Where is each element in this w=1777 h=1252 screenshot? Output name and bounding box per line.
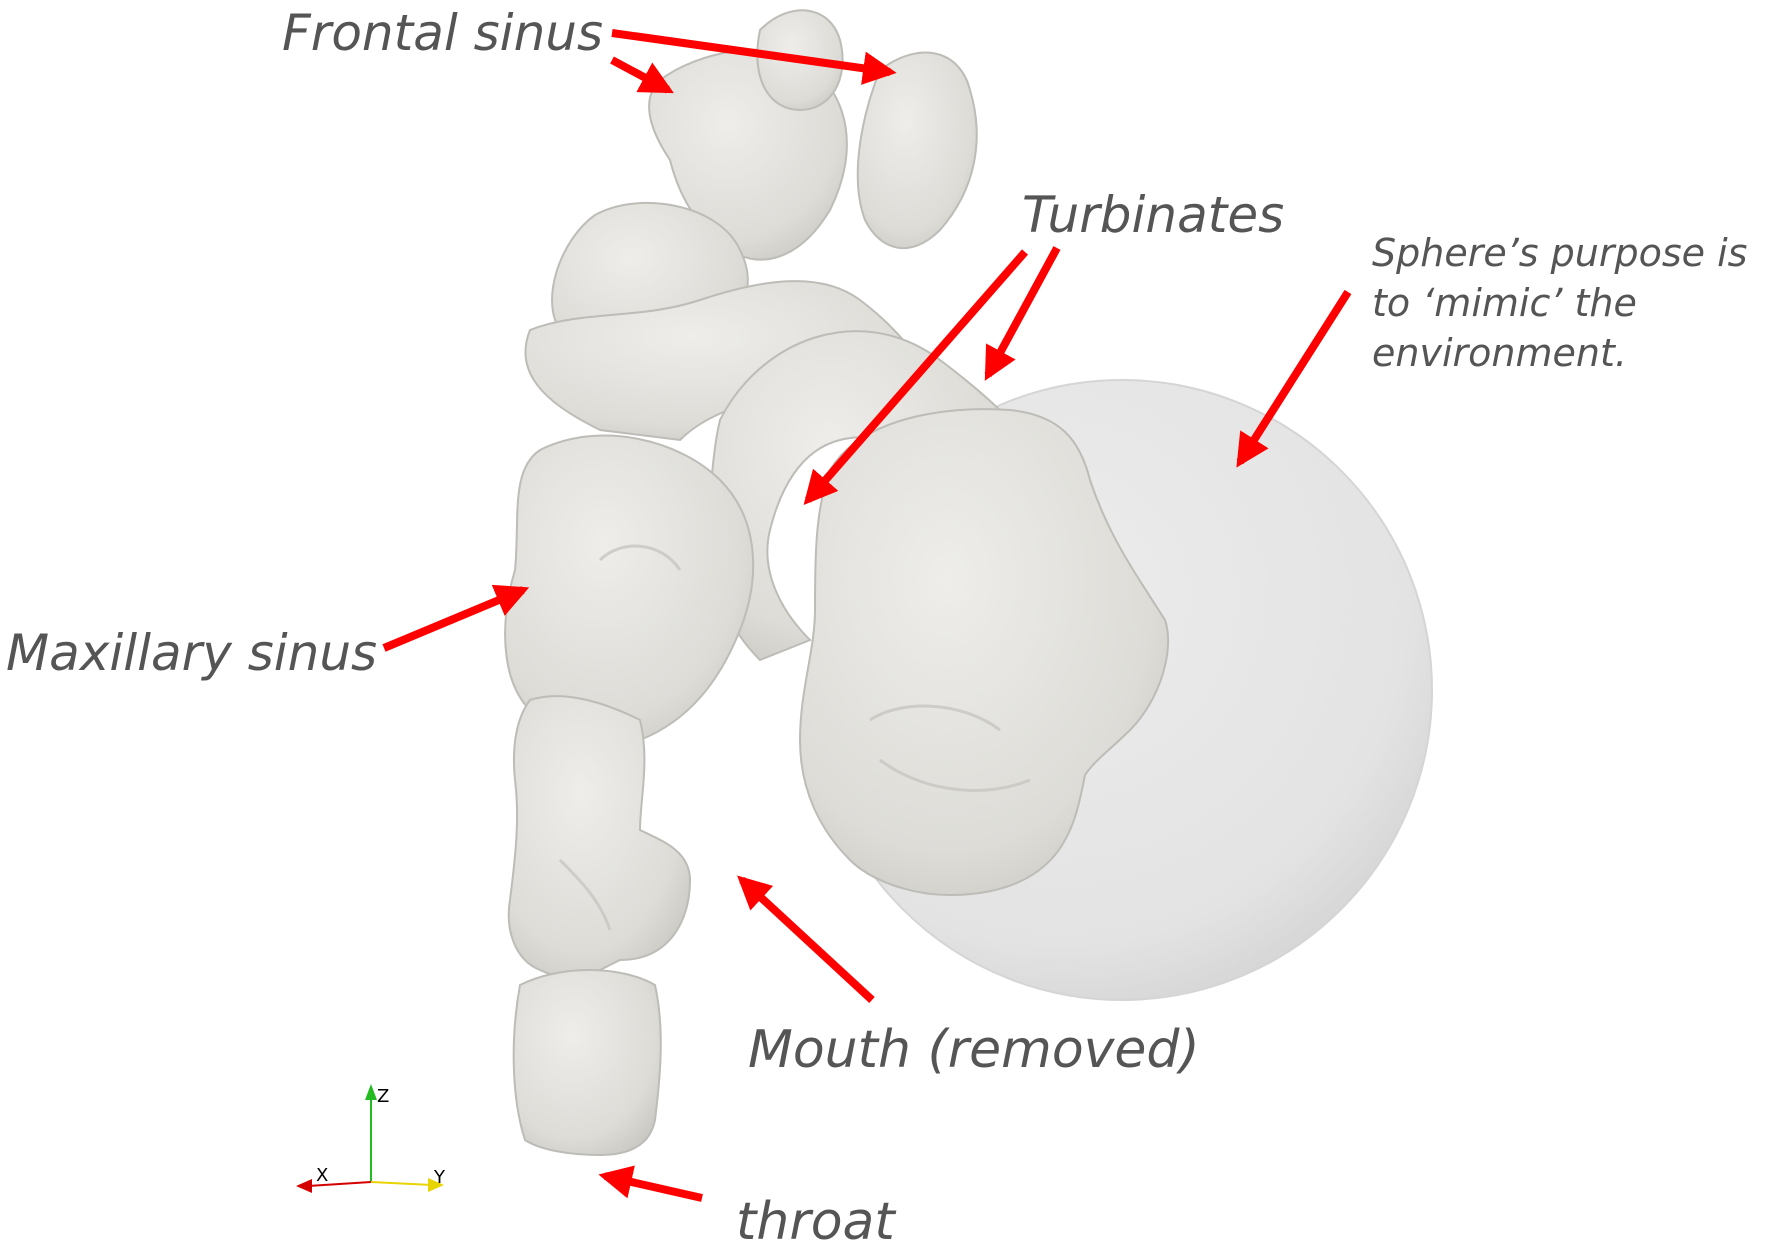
x-axis-head <box>296 1179 312 1193</box>
throat-tube <box>514 970 661 1155</box>
arrow-frontal-sinus-left <box>612 60 668 90</box>
label-sphere-line-2: to ‘mimic’ the <box>1372 278 1772 328</box>
label-sphere-purpose: Sphere’s purpose is to ‘mimic’ the envir… <box>1372 228 1772 378</box>
y-axis-line <box>371 1182 432 1185</box>
arrow-mouth <box>742 880 872 1000</box>
label-mouth: Mouth (removed) <box>748 1024 1200 1076</box>
pharynx-column <box>509 696 690 977</box>
label-turbinates: Turbinates <box>1022 190 1284 240</box>
label-sphere-line-3: environment. <box>1372 328 1772 378</box>
x-axis-label: X <box>316 1165 328 1186</box>
arrow-turbinates-outer <box>988 248 1057 375</box>
arrow-throat <box>605 1176 702 1198</box>
y-axis-label: Y <box>433 1167 446 1188</box>
label-frontal-sinus: Frontal sinus <box>282 8 603 58</box>
z-axis-head <box>365 1084 377 1100</box>
label-throat: throat <box>736 1196 895 1248</box>
orientation-axes: Z Y X <box>296 1084 446 1193</box>
arrow-maxillary-sinus <box>384 590 523 648</box>
frontal-sinus-right-lobe <box>858 53 977 249</box>
label-sphere-line-1: Sphere’s purpose is <box>1372 228 1772 278</box>
label-maxillary-sinus: Maxillary sinus <box>6 628 377 678</box>
z-axis-label: Z <box>377 1086 389 1107</box>
